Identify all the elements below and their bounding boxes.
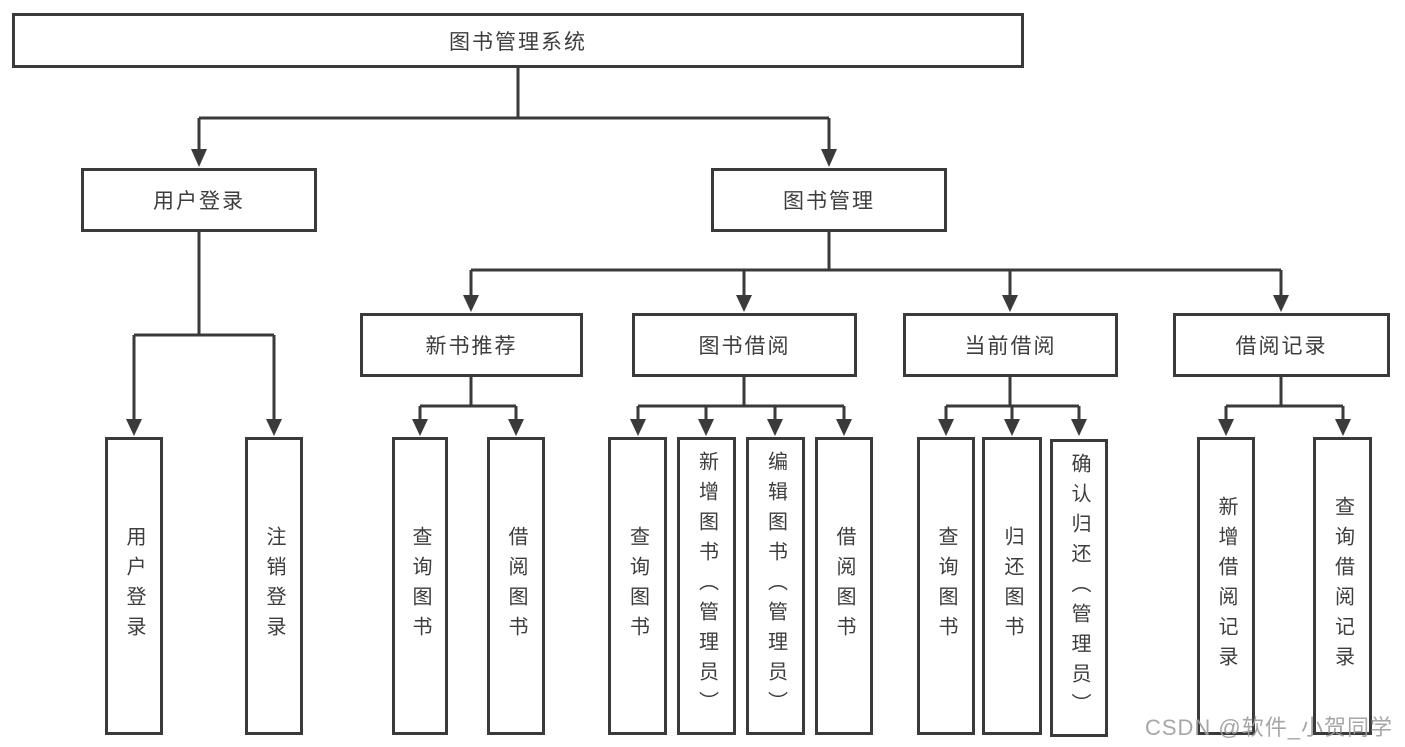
leaf-bb-edit-books-admin: 编辑图书（管理员）: [746, 437, 805, 735]
node-user-login: 用户登录: [81, 168, 317, 232]
leaf-br-add-record: 新增借阅记录: [1197, 437, 1255, 735]
leaf-bb-borrow-books: 借阅图书: [815, 437, 873, 735]
leaf-user-login: 用户登录: [105, 437, 163, 735]
leaf-cb-query-books: 查询图书: [917, 437, 975, 735]
node-current-borrowing: 当前借阅: [903, 313, 1118, 377]
node-root: 图书管理系统: [12, 13, 1024, 68]
node-book-management: 图书管理: [711, 168, 947, 232]
leaf-cb-confirm-return-admin: 确认归还（管理员）: [1050, 439, 1108, 737]
leaf-nbr-query-books: 查询图书: [392, 437, 448, 735]
leaf-logout: 注销登录: [245, 437, 303, 735]
leaf-cb-return-books: 归还图书: [982, 437, 1042, 735]
node-book-borrowing: 图书借阅: [632, 313, 857, 377]
node-borrowing-records: 借阅记录: [1173, 313, 1390, 377]
watermark: CSDN @软件_小贺同学: [1144, 715, 1393, 740]
node-new-book-recommendation: 新书推荐: [360, 313, 583, 377]
leaf-bb-add-books-admin: 新增图书（管理员）: [677, 437, 736, 735]
leaf-br-query-record: 查询借阅记录: [1313, 437, 1372, 735]
leaf-nbr-borrow-books: 借阅图书: [487, 437, 545, 735]
leaf-bb-query-books: 查询图书: [608, 437, 667, 735]
